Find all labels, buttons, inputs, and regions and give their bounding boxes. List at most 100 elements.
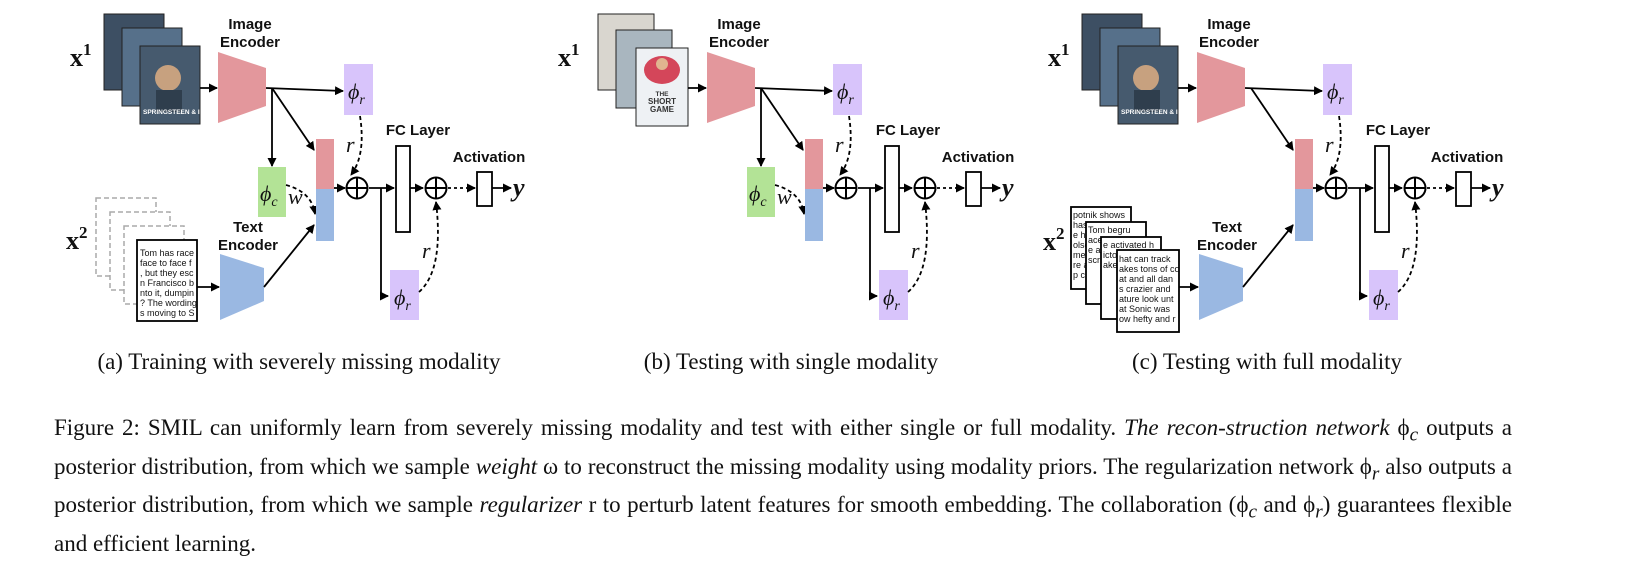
y-label: y bbox=[1489, 173, 1504, 202]
image-encoder-label-line2: Encoder bbox=[709, 34, 769, 51]
activation-label: Activation bbox=[453, 149, 526, 166]
image-poster-stack: THE SHORT GAME bbox=[597, 13, 689, 127]
svg-text:n Francisco b: n Francisco b bbox=[140, 278, 194, 288]
fused-feature-text-part bbox=[1295, 189, 1313, 241]
add-op-2 bbox=[913, 176, 937, 200]
svg-text:Tom begru: Tom begru bbox=[1088, 225, 1131, 235]
svg-text:r: r bbox=[835, 132, 844, 157]
figure-diagram: x1 SPRINGSTEEN & I Image Encoder ϕr ϕc w bbox=[66, 13, 1504, 374]
fused-feature-text-part bbox=[316, 189, 334, 241]
phi-c-box bbox=[258, 167, 286, 217]
svg-text:ϕr: ϕr bbox=[1373, 285, 1390, 314]
svg-text:at Sonic was: at Sonic was bbox=[1119, 304, 1171, 314]
phi-c-box bbox=[747, 167, 775, 217]
figure-caption: Figure 2: SMIL can uniformly learn from … bbox=[54, 415, 1512, 556]
text-encoder-label-line2: Encoder bbox=[218, 237, 278, 254]
fused-feature-image-part bbox=[1295, 139, 1313, 189]
r-label-top: r bbox=[346, 132, 355, 157]
y-label: y bbox=[510, 173, 525, 202]
svg-text:SPRINGSTEEN & I: SPRINGSTEEN & I bbox=[1121, 109, 1178, 116]
text-snippet-card: Tom has race face to face f , but they e… bbox=[136, 239, 198, 322]
activation-label: Activation bbox=[942, 149, 1015, 166]
image-encoder-label-line1: Image bbox=[1207, 16, 1250, 33]
svg-text:ϕr: ϕr bbox=[883, 285, 900, 314]
x1-label: x1 bbox=[558, 40, 580, 72]
svg-text:? The wording: ? The wording bbox=[140, 298, 197, 308]
fused-feature-image-part bbox=[316, 139, 334, 189]
image-poster-stack: SPRINGSTEEN & I bbox=[103, 13, 201, 125]
svg-text:akes tons of co: akes tons of co bbox=[1119, 264, 1180, 274]
phi-r-top-box bbox=[1323, 64, 1352, 115]
text-encoder bbox=[1199, 254, 1243, 320]
svg-text:potnik shows: potnik shows bbox=[1073, 210, 1126, 220]
activation-box bbox=[965, 171, 982, 207]
panel-caption-c: (c) Testing with full modality bbox=[1132, 349, 1403, 374]
svg-text:hat can track: hat can track bbox=[1119, 254, 1171, 264]
svg-text:at and all dan: at and all dan bbox=[1119, 274, 1173, 284]
panel-caption-a: (a) Training with severely missing modal… bbox=[97, 349, 501, 374]
image-encoder-label-line1: Image bbox=[228, 16, 271, 33]
add-op-2 bbox=[1403, 176, 1427, 200]
svg-text:ature look unt: ature look unt bbox=[1119, 294, 1174, 304]
text-snippet-stack: potnik shows hasind Tom e he is howe ols… bbox=[1070, 206, 1180, 333]
svg-text:nto it, dumpin: nto it, dumpin bbox=[140, 288, 194, 298]
svg-text:s moving to S: s moving to S bbox=[140, 308, 195, 318]
image-encoder-label-line1: Image bbox=[717, 16, 760, 33]
svg-text:r: r bbox=[911, 238, 920, 263]
fused-feature-image-part bbox=[805, 139, 823, 189]
panel-a: x1 SPRINGSTEEN & I Image Encoder ϕr ϕc w bbox=[66, 13, 526, 322]
r-label-bottom: r bbox=[422, 238, 431, 263]
fc-layer-label: FC Layer bbox=[876, 122, 940, 139]
svg-text:p cinc: p cinc bbox=[1073, 270, 1097, 280]
svg-text:ϕc: ϕc bbox=[749, 181, 767, 210]
phi-r-bottom-box bbox=[879, 270, 908, 320]
phi-c-label: ϕc bbox=[260, 181, 278, 210]
svg-text:ace c: ace c bbox=[1088, 235, 1110, 245]
add-op-2 bbox=[424, 176, 448, 200]
svg-text:GAME: GAME bbox=[650, 105, 675, 114]
svg-text:r: r bbox=[1401, 238, 1410, 263]
x1-label: x1 bbox=[1048, 40, 1070, 72]
svg-text:ϕr: ϕr bbox=[837, 79, 854, 108]
svg-text:, but they esc: , but they esc bbox=[140, 268, 194, 278]
image-encoder-label-line2: Encoder bbox=[1199, 34, 1259, 51]
image-encoder bbox=[707, 52, 755, 123]
svg-text:THE: THE bbox=[656, 91, 670, 98]
fc-layer-box bbox=[1374, 145, 1390, 233]
add-op-1 bbox=[345, 176, 369, 200]
activation-label: Activation bbox=[1431, 149, 1504, 166]
svg-text:e activated h: e activated h bbox=[1103, 240, 1154, 250]
fc-layer-box bbox=[395, 145, 411, 233]
activation-box bbox=[476, 171, 493, 207]
image-encoder bbox=[218, 52, 266, 123]
x1-label: x1 bbox=[70, 40, 92, 72]
svg-text:ϕr: ϕr bbox=[1327, 79, 1344, 108]
phi-r-top-box bbox=[833, 64, 862, 115]
phi-r-top-box bbox=[344, 64, 373, 115]
text-encoder-label-line1: Text bbox=[233, 219, 263, 236]
text-encoder bbox=[220, 254, 264, 320]
add-op-1 bbox=[834, 176, 858, 200]
activation-box bbox=[1455, 171, 1472, 207]
add-op-1 bbox=[1324, 176, 1348, 200]
poster-title: SPRINGSTEEN & I bbox=[143, 109, 200, 116]
text-encoder-label-line1: Text bbox=[1212, 219, 1242, 236]
phi-r-top-label: ϕr bbox=[348, 79, 365, 108]
phi-r-bottom-box bbox=[390, 270, 419, 320]
svg-text:s crazier and: s crazier and bbox=[1119, 284, 1171, 294]
image-poster-stack: SPRINGSTEEN & I bbox=[1081, 13, 1179, 125]
phi-r-bottom-box bbox=[1369, 270, 1398, 320]
fc-layer-label: FC Layer bbox=[1366, 122, 1430, 139]
svg-text:ow hefty and r: ow hefty and r bbox=[1119, 314, 1176, 324]
svg-text:face to face f: face to face f bbox=[140, 258, 192, 268]
x2-label: x2 bbox=[66, 223, 88, 255]
panel-b: x1 THE SHORT GAME Image Encoder ϕr ϕc w … bbox=[558, 13, 1015, 320]
svg-text:SHORT: SHORT bbox=[648, 97, 676, 106]
svg-text:scrib: scrib bbox=[1088, 255, 1107, 265]
fused-feature-text-part bbox=[805, 189, 823, 241]
fc-layer-box bbox=[884, 145, 900, 233]
fc-layer-label: FC Layer bbox=[386, 122, 450, 139]
text-encoder-label-line2: Encoder bbox=[1197, 237, 1257, 254]
image-encoder bbox=[1197, 52, 1245, 123]
y-label: y bbox=[999, 173, 1014, 202]
